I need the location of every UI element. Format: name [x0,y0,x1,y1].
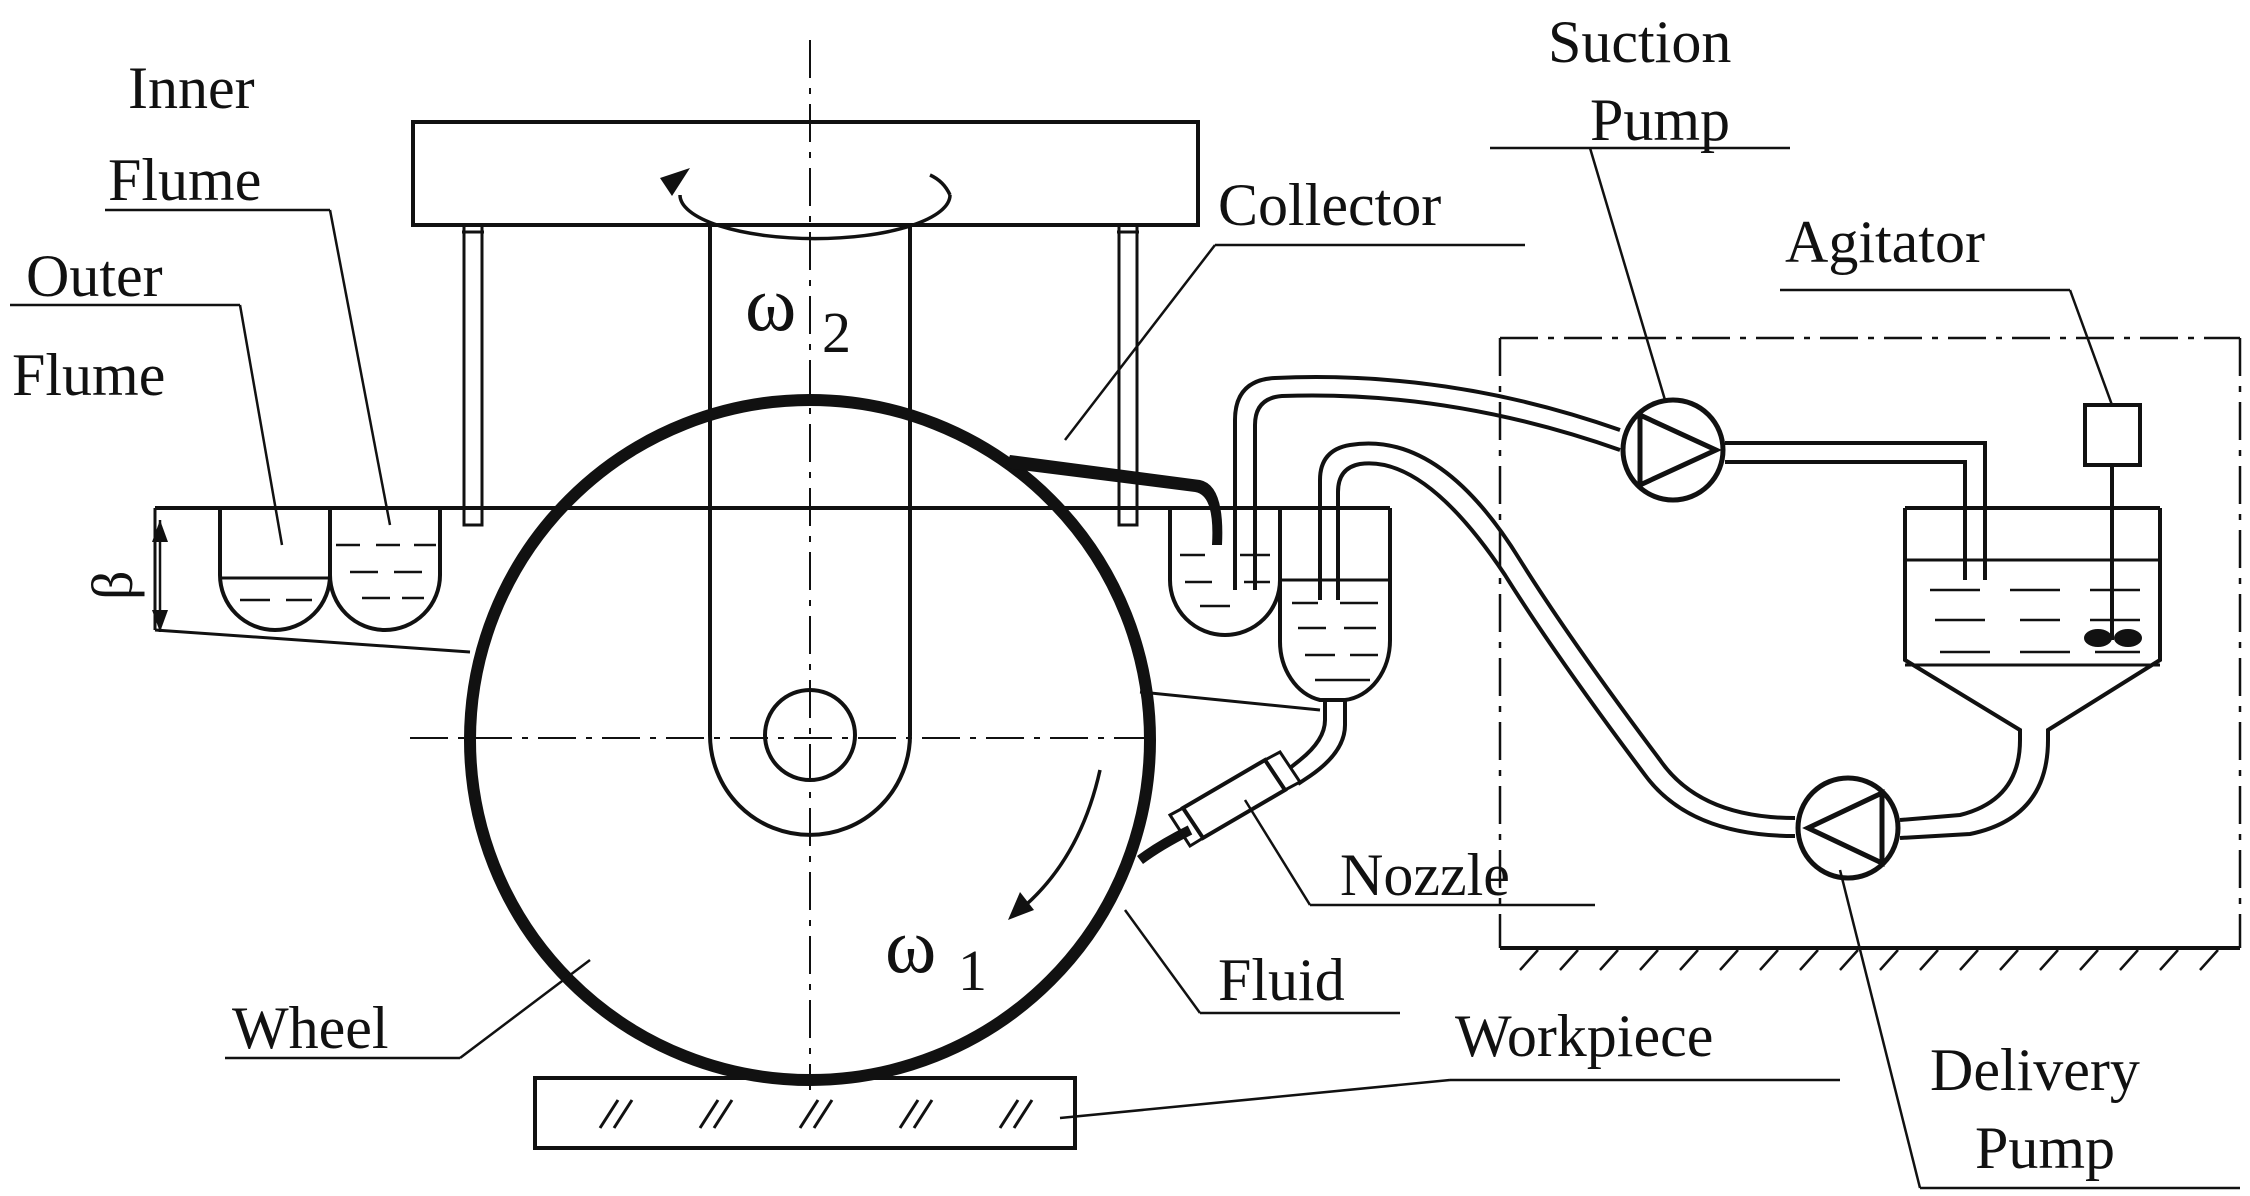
ground-hatch-mark [1599,949,1619,971]
label-inner-flume-2: Flume [108,147,261,213]
workpiece-hatch-mark [612,1099,634,1129]
nozzle-feed-pipe [1288,700,1327,770]
delivery-pump [1795,775,1901,881]
workpiece [533,1076,1077,1150]
workpiece-hatch-mark [998,1099,1020,1129]
workpiece-hatch-mark [798,1099,820,1129]
label-wheel: Wheel [232,995,389,1061]
svg-text:1: 1 [958,938,987,1003]
ground-hatch-mark [2079,949,2099,971]
label-delivery-pump-2: Pump [1975,1115,2115,1181]
ground-hatch-mark [1839,949,1859,971]
tank-enclosure [1498,336,2242,950]
ground-hatch-mark [1719,949,1739,971]
outer-flume-left [218,508,332,632]
ground-hatch-mark [2039,949,2059,971]
label-outer-flume-1: Outer [26,243,163,309]
ground-hatch-mark [1919,949,1939,971]
outer-flume-right [1168,508,1282,637]
workpiece-hatch-mark [598,1099,620,1129]
label-inner-flume-1: Inner [128,55,255,121]
svg-text:ω: ω [885,902,936,989]
ground-hatch-mark [1959,949,1979,971]
inner-flume-right [1277,508,1393,702]
label-agitator: Agitator [1785,209,1985,275]
ground-hatch-mark [1799,949,1819,971]
ground-hatch-mark [1879,949,1899,971]
ground-hatch-mark [1999,949,2019,971]
agitator [2083,403,2142,647]
svg-text:2: 2 [822,300,851,365]
label-delivery-pump-1: Delivery [1930,1037,2140,1103]
reservoir-tank [1903,506,2162,740]
ground-hatch-mark [1759,949,1779,971]
fluid-jet [1137,825,1193,865]
workpiece-hatch-mark [712,1099,734,1129]
workpiece-hatch-mark [898,1099,920,1129]
centerlines [410,40,1160,1090]
leader-lines [10,146,2240,1190]
omega2-rotation-arrow [660,168,952,241]
label-nozzle: Nozzle [1340,842,1510,908]
ground-hatch-mark [2199,949,2219,971]
label-suction-pump-2: Pump [1590,87,1730,153]
flume-trough [153,506,1390,712]
ground-hatch-mark [1639,949,1659,971]
omega2-label: ω 2 [745,260,851,365]
beta-dimension [152,520,168,632]
omega1-rotation-arrow [1008,769,1102,920]
workpiece-hatch-mark [912,1099,934,1129]
support-rods [462,223,1139,527]
label-outer-flume-2: Flume [12,342,165,408]
label-fluid: Fluid [1218,947,1345,1013]
workpiece-hatch-mark [812,1099,834,1129]
ground-hatch-mark [2119,949,2139,971]
ground-hatch-mark [1559,949,1579,971]
ground-hatch-mark [1679,949,1699,971]
label-workpiece: Workpiece [1455,1003,1713,1069]
inner-flume-left [328,508,442,632]
ground-hatch-mark [2159,949,2179,971]
workpiece-hatch-mark [1012,1099,1034,1129]
omega1-label: ω 1 [885,902,987,1003]
label-collector: Collector [1218,172,1441,238]
ground-hatch-mark [1519,949,1539,971]
beta-symbol: β [80,570,145,600]
top-plate [411,120,1200,227]
suction-pump [1620,397,1726,503]
collector [1005,455,1223,545]
workpiece-hatch-mark [698,1099,720,1129]
delivery-pipe [1318,441,2050,840]
suction-pipe [1233,375,1987,590]
svg-text:ω: ω [745,260,796,347]
label-suction-pump-1: Suction [1548,9,1731,75]
ground-hatching [1519,949,2219,971]
